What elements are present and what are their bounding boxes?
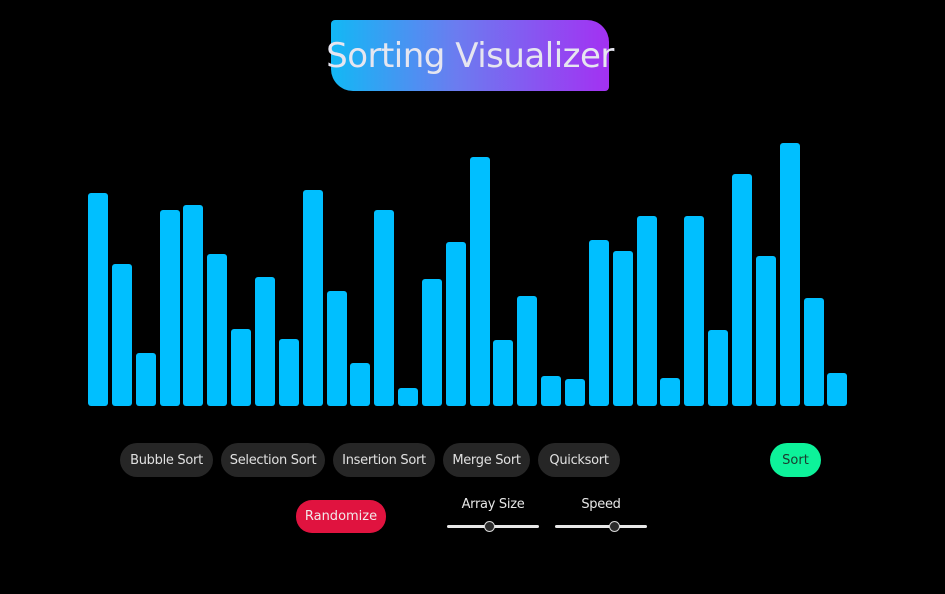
- array-bar: [255, 277, 275, 406]
- array-bar: [756, 256, 776, 406]
- speed-thumb[interactable]: [608, 521, 620, 532]
- array-bar: [708, 330, 728, 406]
- array-bar: [350, 363, 370, 406]
- array-bar: [374, 210, 394, 406]
- array-bar: [327, 291, 347, 406]
- array-bar: [613, 251, 633, 406]
- array-bar: [446, 242, 466, 406]
- speed-label: Speed: [581, 497, 621, 512]
- array-bar: [88, 193, 108, 406]
- array-bar: [470, 157, 490, 406]
- array-bar: [780, 143, 800, 406]
- array-bar: [160, 210, 180, 406]
- array-bar: [660, 378, 680, 406]
- array-size-track[interactable]: [447, 521, 539, 532]
- randomize-button[interactable]: Randomize: [296, 500, 386, 533]
- array-bar: [684, 216, 704, 406]
- array-bar: [207, 254, 227, 406]
- array-bar: [493, 340, 513, 406]
- selection-sort-button[interactable]: Selection Sort: [221, 443, 325, 477]
- speed-track[interactable]: [555, 521, 647, 532]
- merge-sort-button[interactable]: Merge Sort: [443, 443, 530, 477]
- array-bar: [231, 329, 251, 406]
- array-bar: [637, 216, 657, 406]
- array-bar: [183, 205, 203, 406]
- array-bar: [422, 279, 442, 406]
- array-bar: [804, 298, 824, 406]
- array-bar: [827, 373, 847, 406]
- array-bar: [732, 174, 752, 406]
- quicksort-button[interactable]: Quicksort: [538, 443, 620, 477]
- bubble-sort-button[interactable]: Bubble Sort: [120, 443, 213, 477]
- array-size-thumb[interactable]: [484, 521, 496, 532]
- array-bar: [589, 240, 609, 406]
- array-bar: [303, 190, 323, 406]
- array-bar: [541, 376, 561, 406]
- title-banner: Sorting Visualizer: [326, 20, 614, 91]
- sort-button[interactable]: Sort: [770, 443, 821, 477]
- array-bar: [517, 296, 537, 406]
- array-bar: [279, 339, 299, 406]
- array-bars: [88, 140, 854, 406]
- insertion-sort-button[interactable]: Insertion Sort: [333, 443, 435, 477]
- array-bar: [136, 353, 156, 406]
- array-bar: [565, 379, 585, 406]
- array-size-label: Array Size: [461, 497, 525, 512]
- algorithm-selector: Bubble Sort Selection Sort Insertion Sor…: [120, 443, 620, 477]
- page-title: Sorting Visualizer: [326, 35, 614, 76]
- array-size-slider: Array Size: [447, 497, 539, 537]
- speed-slider: Speed: [555, 497, 647, 537]
- array-bar: [112, 264, 132, 406]
- array-bar: [398, 388, 418, 406]
